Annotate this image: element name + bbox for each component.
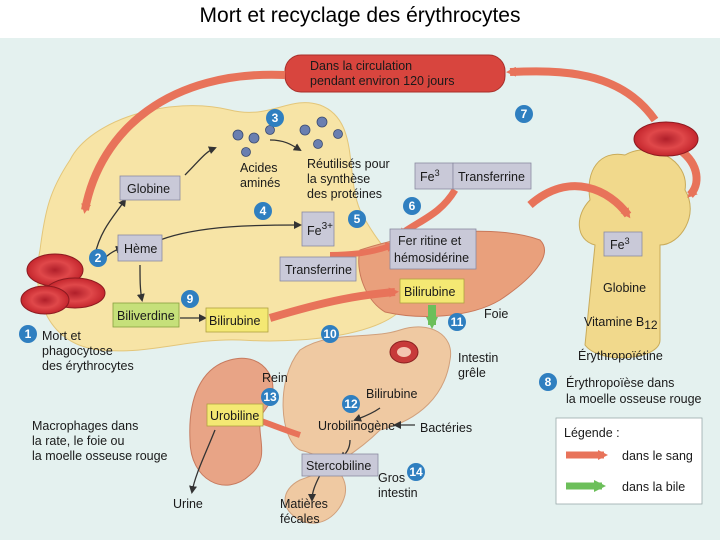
legend-item-blood: dans le sang bbox=[622, 449, 693, 463]
matieres-label-1: Matières bbox=[280, 497, 328, 511]
page-title: Mort et recyclage des érythrocytes bbox=[0, 4, 720, 28]
rbc-cluster-3 bbox=[21, 286, 69, 314]
urobilinogene-label: Urobilinogène bbox=[318, 419, 395, 433]
rbc-top-right bbox=[634, 122, 698, 156]
macrophages-label-1: Macrophages dans bbox=[32, 419, 138, 433]
legend-title: Légende : bbox=[564, 426, 620, 440]
reutilises-label-3: des protéines bbox=[307, 187, 382, 201]
step-number-5: 5 bbox=[354, 212, 361, 226]
mort-label-3: des érythrocytes bbox=[42, 359, 134, 373]
step-number-9: 9 bbox=[187, 292, 194, 306]
acides-label-1: Acides bbox=[240, 161, 278, 175]
fe3-b-sup: 3+ bbox=[322, 221, 334, 232]
fe3-a-sup: 3 bbox=[435, 168, 440, 178]
fe3-a-base: Fe bbox=[420, 170, 435, 184]
bilirubine-label-c: Bilirubine bbox=[366, 387, 417, 401]
step-number-13: 13 bbox=[263, 390, 277, 404]
bacteries-label: Bactéries bbox=[420, 421, 472, 435]
intestin-label-2: grêle bbox=[458, 366, 486, 380]
gros-label-2: intestin bbox=[378, 486, 418, 500]
gros-label-1: Gros bbox=[378, 471, 405, 485]
erythropoietine-label: Érythropoïétine bbox=[578, 348, 663, 363]
transferrine-label-b: Transferrine bbox=[285, 263, 352, 277]
step-number-6: 6 bbox=[409, 199, 416, 213]
step-number-1: 1 bbox=[25, 327, 32, 341]
step-number-3: 3 bbox=[272, 111, 279, 125]
mort-label-2: phagocytose bbox=[42, 344, 113, 358]
legend-item-bile: dans la bile bbox=[622, 480, 685, 494]
macrophages-label-3: la moelle osseuse rouge bbox=[32, 449, 168, 463]
step-number-4: 4 bbox=[260, 204, 267, 218]
macrophages-label-2: la rate, le foie ou bbox=[32, 434, 124, 448]
erythropoiese-label-1: Érythropoïèse dans bbox=[566, 375, 674, 390]
vitamine-base: Vitamine B bbox=[584, 315, 644, 329]
rein-label: Rein bbox=[262, 371, 288, 385]
vitamine-sub: 12 bbox=[644, 318, 658, 332]
ferritine-label-2: hémosidérine bbox=[394, 251, 469, 265]
fe3-c-sup: 3 bbox=[625, 236, 630, 246]
bilirubine-label-b: Bilirubine bbox=[404, 285, 455, 299]
erythropoiese-label-2: la moelle osseuse rouge bbox=[566, 392, 702, 406]
fe3-b-base: Fe bbox=[307, 224, 322, 238]
diagram-svg: Dans la circulation pendant environ 120 … bbox=[0, 38, 720, 540]
ferritine-label-1: Fer ritine et bbox=[398, 234, 462, 248]
stercobiline-label: Stercobiline bbox=[306, 459, 371, 473]
transferrine-label-a: Transferrine bbox=[458, 170, 525, 184]
step-number-8: 8 bbox=[545, 375, 552, 389]
heme-label: Hème bbox=[124, 242, 157, 256]
acides-label-2: aminés bbox=[240, 176, 280, 190]
diagram-canvas: Dans la circulation pendant environ 120 … bbox=[0, 38, 720, 540]
circulation-label-1: Dans la circulation bbox=[310, 59, 412, 73]
matieres-label-2: fécales bbox=[280, 512, 320, 526]
step-number-7: 7 bbox=[521, 107, 528, 121]
mort-label-1: Mort et bbox=[42, 329, 81, 343]
urine-label: Urine bbox=[173, 497, 203, 511]
globine-bone-label: Globine bbox=[603, 281, 646, 295]
step-number-10: 10 bbox=[323, 327, 337, 341]
urobiline-label: Urobiline bbox=[210, 409, 259, 423]
step-number-12: 12 bbox=[344, 397, 358, 411]
reutilises-label-1: Réutilisés pour bbox=[307, 157, 390, 171]
circulation-label-2: pendant environ 120 jours bbox=[310, 74, 455, 88]
intestin-label-1: Intestin bbox=[458, 351, 498, 365]
step-number-14: 14 bbox=[409, 465, 423, 479]
fe3-c-base: Fe bbox=[610, 238, 625, 252]
step-number-11: 11 bbox=[451, 315, 464, 329]
foie-label: Foie bbox=[484, 307, 508, 321]
biliverdine-label: Biliverdine bbox=[117, 309, 175, 323]
bilirubine-label-a: Bilirubine bbox=[209, 314, 260, 328]
step-number-2: 2 bbox=[95, 251, 102, 265]
reutilises-label-2: la synthèse bbox=[307, 172, 370, 186]
globine-label: Globine bbox=[127, 182, 170, 196]
